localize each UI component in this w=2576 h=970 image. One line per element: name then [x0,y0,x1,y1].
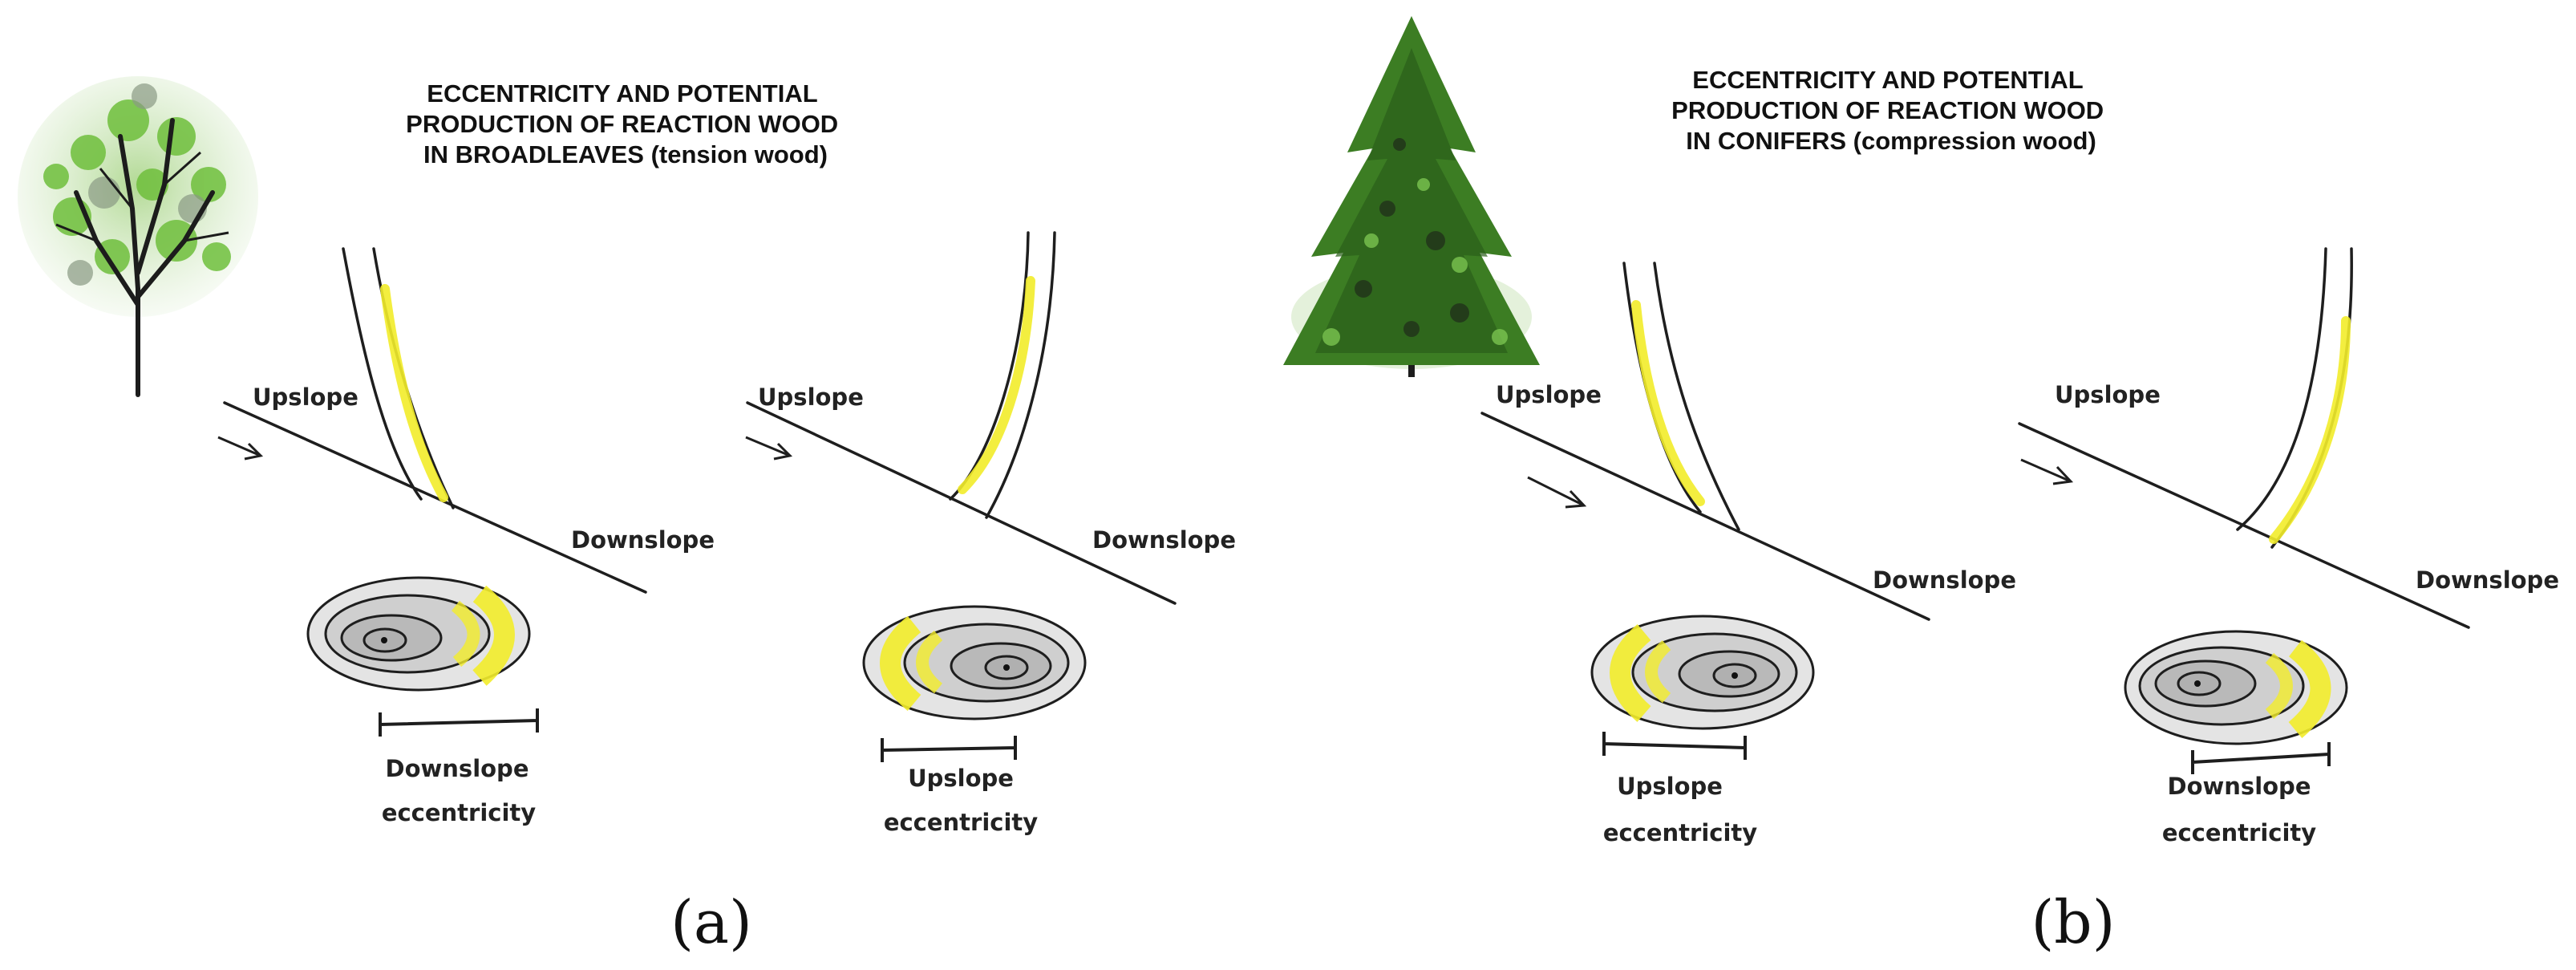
panel-b-label: (b) [2031,888,2115,957]
upslope-label: Upslope [1496,381,1602,408]
panel-a-title-line-1: ECCENTRICITY AND POTENTIAL [427,79,817,108]
downslope-label: Downslope [2416,566,2559,594]
tension-wood-band [958,276,1035,494]
panel-a-title-line-2: PRODUCTION OF REACTION WOOD [406,110,838,138]
upslope-label: Upslope [758,384,864,411]
eccentricity-label-line-1: Upslope [908,765,1014,792]
stem-cross-section [306,576,531,692]
panel-a-title-line-3: IN BROADLEAVES (tension wood) [423,140,828,168]
trunk-upslope-edge [2236,247,2327,531]
downslope-label: Downslope [1092,526,1236,554]
stem-cross-section [1590,615,1815,730]
eccentricity-scale-bar [1602,732,1747,760]
slope-arrow-icon [217,436,264,461]
stem-cross-section [2124,630,2348,745]
slope-arrow-icon [1527,476,1587,509]
eccentricity-label-line-2: eccentricity [2162,819,2316,846]
panel-b-title: ECCENTRICITY AND POTENTIAL PRODUCTION OF… [1671,66,2111,155]
panel-b-right-sketch: Upslope Downslope Downslope eccentricity [2018,247,2559,846]
panel-b-left-sketch: Upslope Downslope Upslope eccentricity [1480,262,2016,846]
eccentricity-label-line-1: Downslope [386,755,529,782]
panel-a-left-sketch: Upslope Downslope Downslope eccentricity [217,247,715,826]
slope-arrow-icon [2020,458,2074,485]
upslope-label: Upslope [2055,381,2161,408]
panel-a-label: (a) [670,888,752,957]
conifer-tree-icon [1283,16,1540,377]
panel-b-title-line-2: PRODUCTION OF REACTION WOOD [1671,96,2104,124]
trunk-downslope-edge [1653,262,1740,531]
panel-a: ECCENTRICITY AND POTENTIAL PRODUCTION OF… [18,76,1236,957]
eccentricity-label-line-2: eccentricity [884,809,1038,836]
stem-cross-section [862,605,1087,720]
downslope-label: Downslope [571,526,715,554]
slope-line [1480,412,1930,621]
eccentricity-scale-bar [2191,742,2331,774]
trunk-upslope-edge [342,247,423,501]
panel-b-title-line-1: ECCENTRICITY AND POTENTIAL [1692,66,2083,94]
eccentricity-scale-bar [881,736,1017,762]
eccentricity-scale-bar [379,708,539,737]
panel-b-title-line-3: IN CONIFERS (compression wood) [1686,127,2096,155]
eccentricity-label-line-1: Upslope [1617,773,1723,800]
compression-wood-band [1631,300,1705,506]
downslope-label: Downslope [1873,566,2016,594]
slope-arrow-icon [745,436,793,461]
tension-wood-band [380,284,448,502]
panel-a-right-sketch: Upslope Downslope Upslope eccentricity [745,231,1236,836]
trunk-downslope-edge [985,231,1056,519]
compression-wood-band [2269,316,2351,544]
eccentricity-label-line-1: Downslope [2168,773,2311,800]
upslope-label: Upslope [253,384,358,411]
eccentricity-label-line-2: eccentricity [382,799,536,826]
slope-line [223,401,647,594]
panel-b: ECCENTRICITY AND POTENTIAL PRODUCTION OF… [1283,16,2559,957]
eccentricity-label-line-2: eccentricity [1603,819,1757,846]
panel-a-title: ECCENTRICITY AND POTENTIAL PRODUCTION OF… [406,79,845,168]
broadleaf-tree-icon [18,76,258,397]
slope-line [746,401,1177,605]
